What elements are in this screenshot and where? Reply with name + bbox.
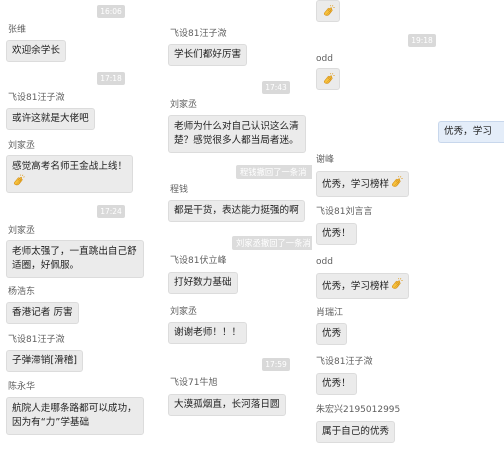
sender-name: 飞设71牛旭 [170, 378, 218, 388]
recall-notice: 程钱撤回了一条消 [236, 165, 312, 179]
message-bubble[interactable]: 优秀！ [316, 223, 357, 245]
message-bubble[interactable]: 都是干货，表达能力挺强的啊 [168, 200, 305, 222]
sender-name: 谢峰 [316, 155, 335, 165]
timestamp: 17:24 [97, 205, 125, 218]
sender-name: odd [316, 54, 333, 64]
sender-name: 飞设81汪子溦 [8, 335, 65, 345]
recall-notice: 刘家丞撤回了一条消 [232, 236, 312, 250]
message-bubble[interactable]: 谢谢老师！！！ [168, 322, 248, 344]
sender-name: 朱宏兴2195012995 [316, 405, 401, 415]
message-bubble[interactable]: 学长们都好厉害 [168, 44, 248, 66]
chat-panel-right: 19:18 odd 优秀，学习 谢峰 优秀，学习榜样 飞设81刘言言 优秀！ o… [312, 0, 504, 449]
sender-name: 程钱 [170, 185, 189, 195]
timestamp: 17:18 [97, 72, 125, 85]
sender-name: 陈永华 [8, 382, 36, 392]
sender-name: 飞设81汪子溦 [8, 93, 65, 103]
message-bubble[interactable]: 老师为什么对自己认识这么清楚？感觉很多人都当局者迷。 [168, 115, 306, 153]
sender-name: 肖瑞江 [316, 308, 344, 318]
chat-panel-left: 16:06 张维 欢迎余学长 17:18 飞设81汪子溦 或许这就是大佬吧 刘家… [0, 0, 162, 449]
clap-icon [390, 176, 403, 189]
message-text: 感觉高考名师王金战上线！ [12, 161, 128, 172]
sender-name: 刘家丞 [170, 307, 198, 317]
message-bubble[interactable]: 优秀，学习榜样 [316, 171, 410, 197]
message-bubble[interactable]: 优秀！ [316, 373, 357, 395]
message-bubble[interactable]: 或许这就是大佬吧 [6, 108, 95, 130]
message-text: 优秀，学习榜样 [322, 281, 390, 292]
sender-name: 刘家丞 [8, 226, 36, 236]
message-bubble[interactable]: 优秀，学习榜样 [316, 273, 410, 299]
sender-name: 飞设81伏立峰 [170, 256, 227, 266]
sender-name: 杨浩东 [8, 287, 36, 297]
sender-name: 刘家丞 [170, 100, 198, 110]
sender-name: 飞设81汪子溦 [170, 29, 227, 39]
clap-icon [322, 73, 335, 86]
message-bubble[interactable]: 香港记者 厉害 [6, 302, 79, 324]
message-bubble[interactable] [316, 0, 340, 22]
outgoing-message-bubble[interactable]: 优秀，学习 [438, 121, 504, 143]
timestamp: 17:59 [262, 358, 290, 371]
chat-panel-middle: 飞设81汪子溦 学长们都好厉害 17:43 刘家丞 老师为什么对自己认识这么清楚… [163, 0, 312, 449]
message-bubble[interactable]: 大漠孤烟直，长河落日圆 [168, 394, 286, 416]
clap-icon [322, 5, 335, 18]
sender-name: 张维 [8, 25, 27, 35]
sender-name: 飞设81刘言言 [316, 207, 373, 217]
message-bubble[interactable] [316, 68, 340, 90]
sender-name: odd [316, 257, 333, 267]
timestamp: 16:06 [97, 5, 125, 18]
clap-icon [12, 174, 25, 188]
message-bubble[interactable]: 感觉高考名师王金战上线！ [6, 155, 134, 193]
timestamp: 17:43 [262, 81, 290, 94]
sender-name: 刘家丞 [8, 141, 36, 151]
clap-icon [390, 278, 403, 291]
message-bubble[interactable]: 欢迎余学长 [6, 40, 66, 62]
message-bubble[interactable]: 打好数力基础 [168, 272, 238, 294]
message-text: 优秀，学习榜样 [322, 179, 390, 190]
message-bubble[interactable]: 老师太强了，一直跳出自己舒适圈，好佩服。 [6, 240, 144, 278]
timestamp: 19:18 [408, 34, 436, 47]
message-bubble[interactable]: 航院人走哪条路都可以成功，因为有“力”学基础 [6, 397, 144, 435]
message-bubble[interactable]: 属于自己的优秀 [316, 421, 396, 443]
message-bubble[interactable]: 优秀 [316, 323, 348, 345]
message-bubble[interactable]: 子弹滞销[滑稽] [6, 350, 84, 372]
sender-name: 飞设81汪子溦 [316, 357, 373, 367]
